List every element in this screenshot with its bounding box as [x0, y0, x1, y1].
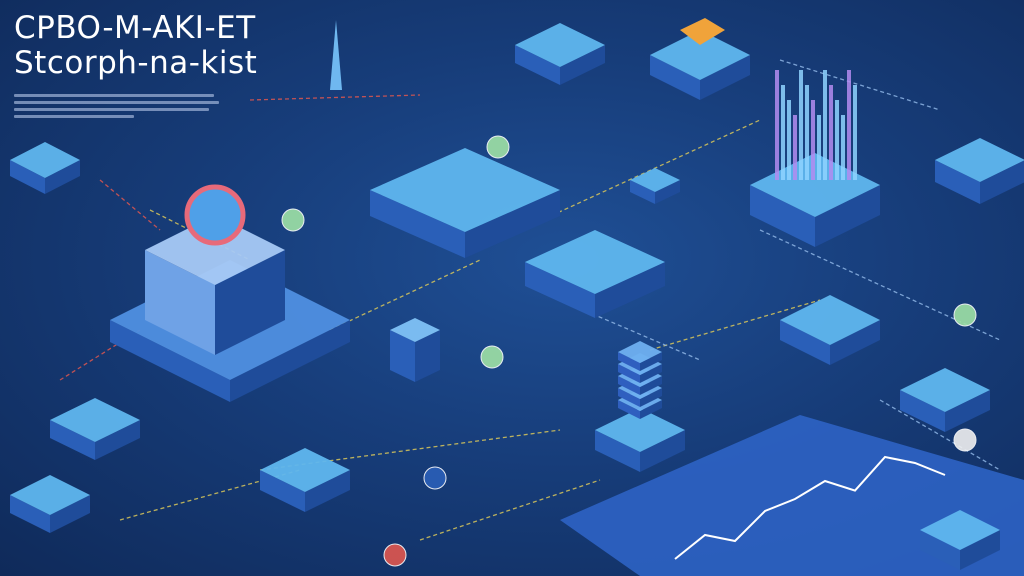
upper-platform	[370, 148, 560, 232]
skyscraper-bar	[817, 115, 821, 180]
skyscraper-bar	[835, 100, 839, 180]
spire-icon	[330, 20, 342, 90]
left-top-platform-side	[45, 160, 80, 194]
skyscraper-bar	[829, 85, 833, 180]
right-building-side	[935, 160, 980, 204]
orange-cube-platform	[650, 30, 750, 80]
node-icon	[281, 208, 305, 232]
skyscraper-bar	[781, 85, 785, 180]
server-rack-side	[640, 388, 662, 407]
skyscraper-bar	[823, 70, 827, 180]
node-icon	[953, 428, 977, 452]
right-lower-platform-side	[900, 390, 945, 432]
bottom-right-platform	[920, 510, 1000, 550]
node-icon	[953, 303, 977, 327]
right-building-side	[980, 160, 1024, 204]
server-rack-side	[640, 376, 662, 395]
central-platform-side	[230, 320, 350, 402]
small-server-platform-side	[260, 470, 305, 512]
server-rack-side	[640, 400, 662, 419]
server-platform-side	[640, 430, 685, 472]
bottom-right-platform-side	[920, 530, 960, 570]
node-icon	[423, 466, 447, 490]
middle-platform-side	[595, 262, 665, 318]
right-building	[935, 138, 1024, 182]
bottom-right-platform-side	[960, 530, 1000, 570]
house-platform-side	[830, 320, 880, 365]
blue-building	[390, 318, 440, 342]
middle-platform-side	[525, 262, 595, 318]
middle-platform	[525, 230, 665, 294]
server-platform	[595, 408, 685, 452]
connector-line	[779, 59, 941, 111]
glass-cube	[145, 215, 285, 285]
left-platform-side	[50, 420, 95, 460]
server-rack-side	[640, 352, 662, 371]
orange-cube	[680, 18, 725, 45]
small-server-platform	[260, 448, 350, 492]
server-rack-side	[618, 364, 640, 383]
right-lower-platform	[900, 368, 990, 412]
top-cube-platform	[515, 23, 605, 67]
left-lower-platform	[10, 475, 90, 515]
left-lower-platform-side	[10, 495, 50, 533]
upper-platform-side	[465, 190, 560, 258]
central-platform-side	[110, 320, 230, 402]
chart-panel	[560, 415, 1024, 576]
right-lower-platform-side	[945, 390, 990, 432]
server-rack	[618, 341, 662, 363]
server-rack-side	[618, 352, 640, 371]
node-icon	[486, 135, 510, 159]
server-rack-side	[618, 400, 640, 419]
server-platform-side	[595, 430, 640, 472]
upper-platform-side	[370, 190, 465, 258]
title-line-2: Stcorph-na-kist	[14, 45, 258, 81]
globe-icon	[184, 184, 246, 246]
tower-platform-side	[815, 185, 880, 247]
left-lower-platform-side	[50, 495, 90, 533]
skyscraper-bar	[811, 100, 815, 180]
house-platform-side	[780, 320, 830, 365]
server-rack-side	[618, 388, 640, 407]
skyscraper-bar	[847, 70, 851, 180]
left-platform	[50, 398, 140, 442]
node-icon	[480, 345, 504, 369]
tower-platform-side	[750, 185, 815, 247]
top-cube-platform-side	[515, 45, 560, 85]
connector-line	[559, 299, 701, 361]
skyscraper-bar	[775, 70, 779, 180]
skyscraper-bar	[799, 70, 803, 180]
left-top-platform-side	[10, 160, 45, 194]
chart-line	[674, 455, 946, 560]
node-icon	[383, 543, 407, 567]
skyscraper-bar	[787, 100, 791, 180]
top-cube-platform-side	[560, 45, 605, 85]
skyscraper-bar	[841, 115, 845, 180]
connector-line	[329, 259, 481, 331]
skyscraper-bar	[793, 115, 797, 180]
server-rack-side	[640, 364, 662, 383]
left-top-platform	[10, 142, 80, 178]
connector-line	[879, 399, 1001, 471]
small-server-platform-side	[305, 470, 350, 512]
connector-line	[419, 479, 601, 541]
description-placeholder	[14, 94, 224, 122]
skyscraper-bar	[805, 85, 809, 180]
blue-building-side	[415, 330, 440, 382]
connector-line	[99, 179, 161, 231]
connector-line	[649, 299, 821, 351]
skyscraper-bar	[853, 85, 857, 180]
spire-platform	[630, 168, 680, 192]
title-line-1: CPBO-M-AKI-ET	[14, 10, 256, 46]
spire-platform-side	[655, 180, 680, 204]
spire-platform-side	[630, 180, 655, 204]
orange-cube-platform-side	[700, 55, 750, 100]
blue-building-side	[390, 330, 415, 382]
house-platform	[780, 295, 880, 345]
left-platform-side	[95, 420, 140, 460]
server-rack-side	[618, 376, 640, 395]
connector-line	[249, 94, 421, 101]
orange-cube-platform-side	[650, 55, 700, 100]
